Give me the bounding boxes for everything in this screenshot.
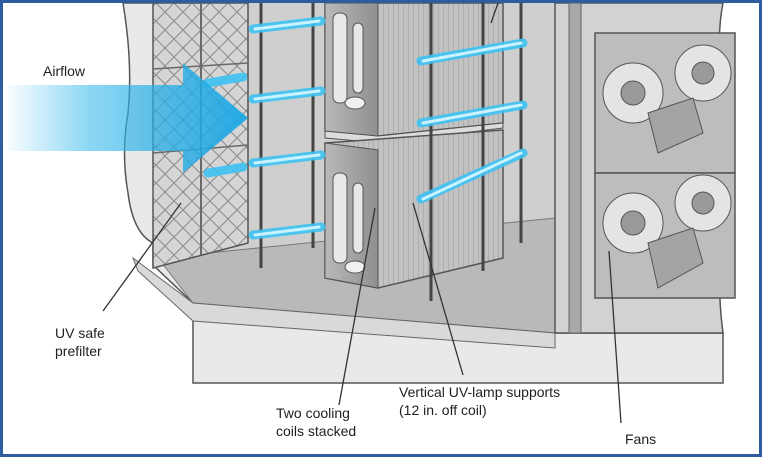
uv-lamp-supports-front xyxy=(259,3,315,268)
uv-lamp-icon xyxy=(203,16,528,240)
floor-edge xyxy=(131,256,556,349)
chamber-divider xyxy=(568,3,582,334)
fans-label: Fans xyxy=(625,431,657,447)
uv-air-handler-illustration xyxy=(3,3,736,424)
prefilter-label: UV safe prefilter xyxy=(55,325,105,359)
cooling-coils-label: Two cooling coils stacked xyxy=(276,405,357,439)
airflow-arrow-icon xyxy=(3,63,248,173)
airflow-label: Airflow xyxy=(43,63,86,79)
fan-icon xyxy=(594,32,736,299)
uv-supports-label: Vertical UV-lamp supports (12 in. off co… xyxy=(399,384,561,418)
cooling-coil-icon xyxy=(324,3,504,289)
leader-lines xyxy=(102,3,622,424)
